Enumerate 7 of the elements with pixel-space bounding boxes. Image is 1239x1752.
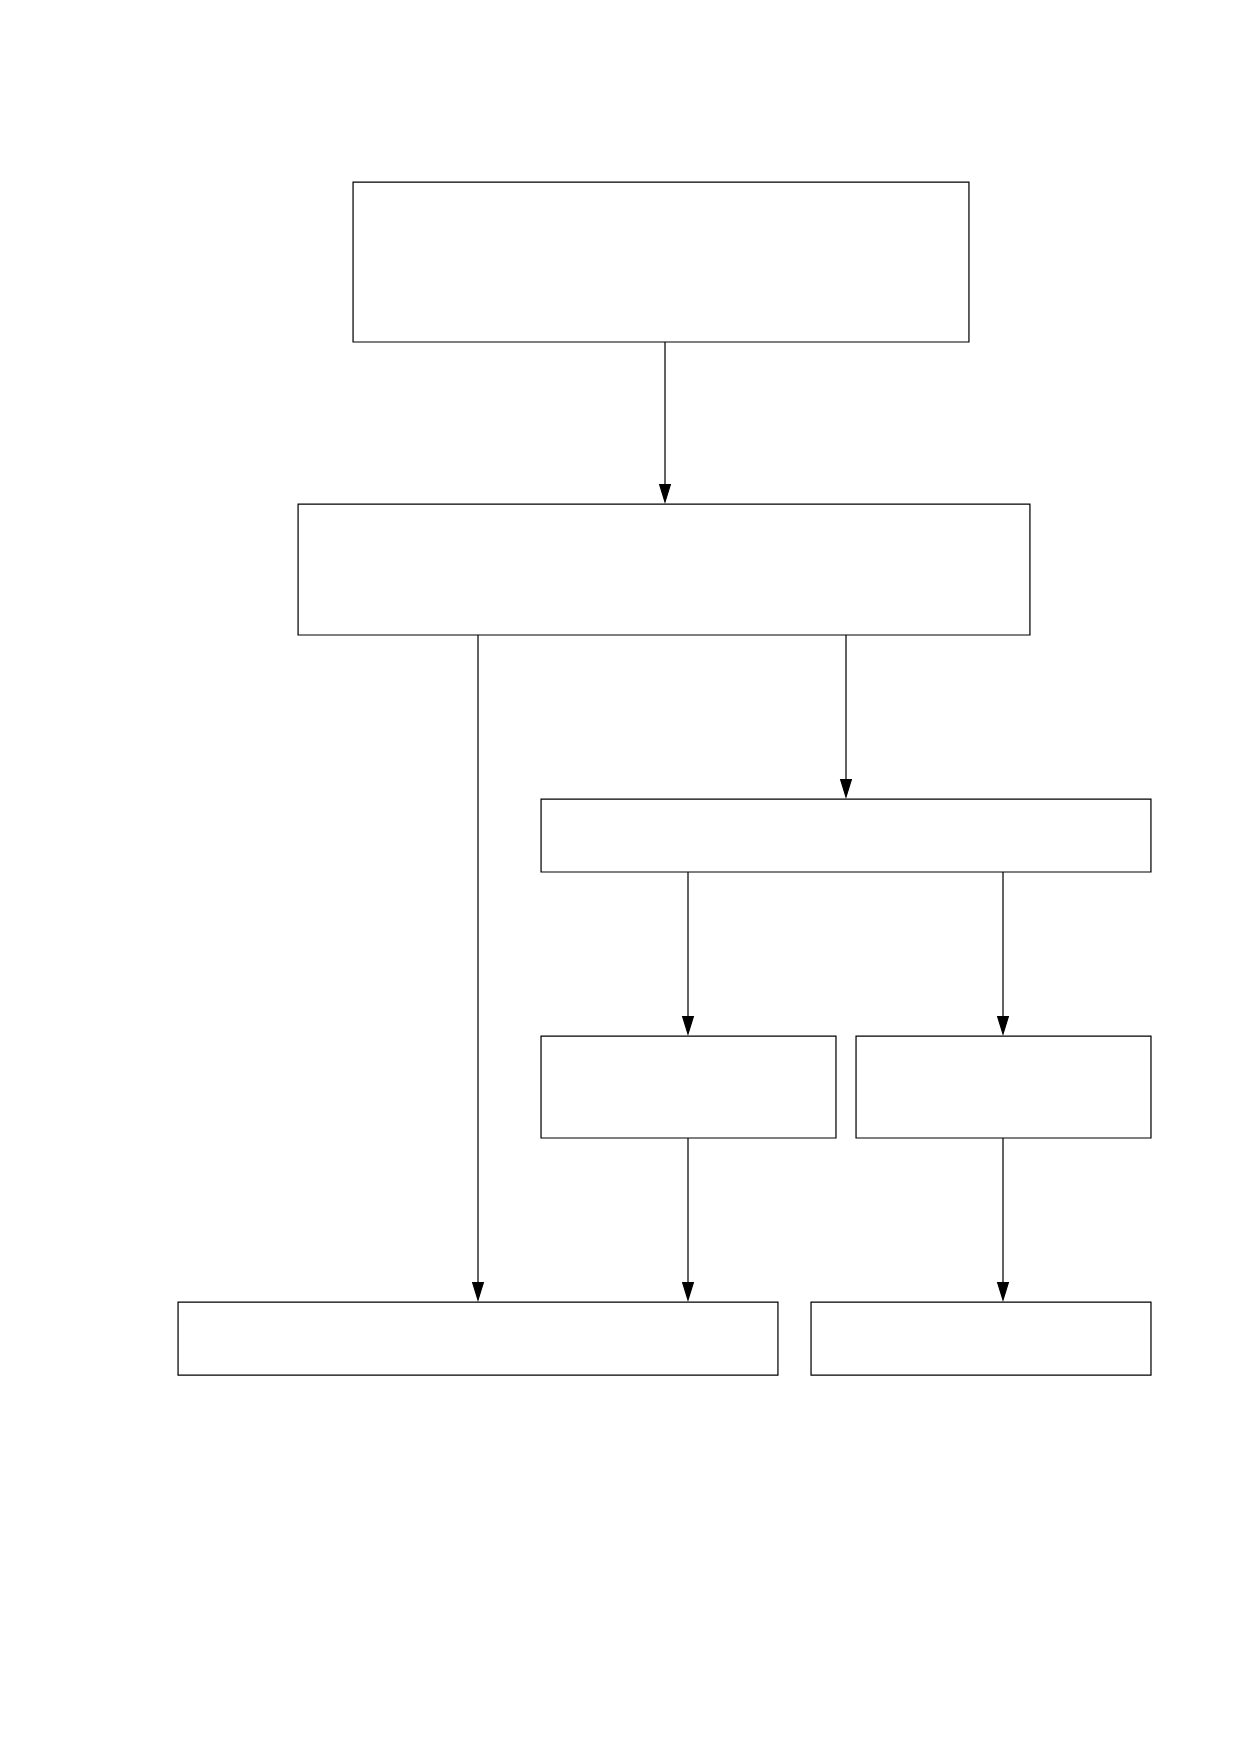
empty-box [810, 1301, 1152, 1376]
empty-box [352, 181, 970, 343]
empty-box [177, 1301, 779, 1376]
empty-box [540, 1035, 837, 1139]
empty-box [540, 798, 1152, 873]
empty-box [297, 503, 1031, 636]
empty-box [855, 1035, 1152, 1139]
